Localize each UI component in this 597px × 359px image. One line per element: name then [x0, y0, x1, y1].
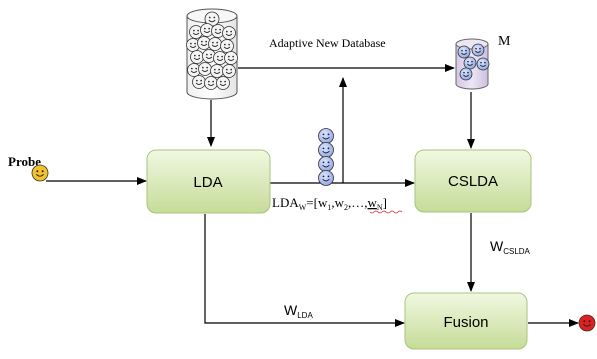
probe: Probe	[8, 154, 49, 182]
face-icon	[190, 50, 204, 64]
face-icon	[318, 142, 334, 158]
arrow-lda-to-fusion	[204, 214, 405, 327]
probe-face-icon	[31, 164, 49, 182]
face-icon	[471, 43, 485, 57]
weight-vector-face-stack	[318, 128, 334, 186]
face-icon	[198, 62, 212, 76]
face-icon	[197, 36, 211, 50]
lda-box-label: LDA	[193, 174, 222, 191]
face-icon	[187, 63, 201, 77]
face-database	[186, 8, 238, 100]
connectors	[46, 64, 579, 327]
face-icon	[457, 45, 471, 59]
probe-face-icon	[31, 164, 49, 182]
face-icon	[211, 24, 225, 38]
database-m: M	[455, 34, 511, 90]
face-icon	[222, 26, 236, 40]
face-icon	[208, 37, 222, 51]
face-icon	[192, 75, 206, 89]
w-lda-label: WLDA	[284, 302, 313, 320]
lda-weight-vector-label: LDAW=[w1,w2,…,wN]	[272, 195, 387, 212]
face-icon	[463, 56, 477, 70]
result-face-icon	[578, 314, 596, 332]
w-cslda-label: WCSLDA	[490, 238, 531, 256]
face-icon	[318, 170, 334, 186]
face-icon	[318, 156, 334, 172]
fusion-box: Fusion	[404, 292, 528, 350]
adaptive-database-label: Adaptive New Database	[269, 36, 386, 50]
face-icon	[222, 64, 236, 78]
face-icon	[459, 67, 473, 81]
face-icon	[220, 39, 234, 53]
probe-label: Probe	[8, 154, 41, 169]
face-icon	[204, 76, 218, 90]
database-m-label: M	[498, 34, 511, 49]
cslda-box-label: CSLDA	[448, 173, 498, 190]
cslda-box: CSLDA	[414, 149, 532, 213]
face-icon	[224, 51, 238, 65]
wavy-underline	[369, 210, 403, 214]
lda-box: LDA	[146, 149, 271, 214]
fusion-box-label: Fusion	[443, 314, 488, 331]
face-icon	[210, 64, 224, 78]
result-face-icon	[578, 314, 596, 332]
face-icon	[216, 76, 230, 90]
face-icon	[476, 57, 490, 71]
face-icon	[318, 128, 334, 144]
